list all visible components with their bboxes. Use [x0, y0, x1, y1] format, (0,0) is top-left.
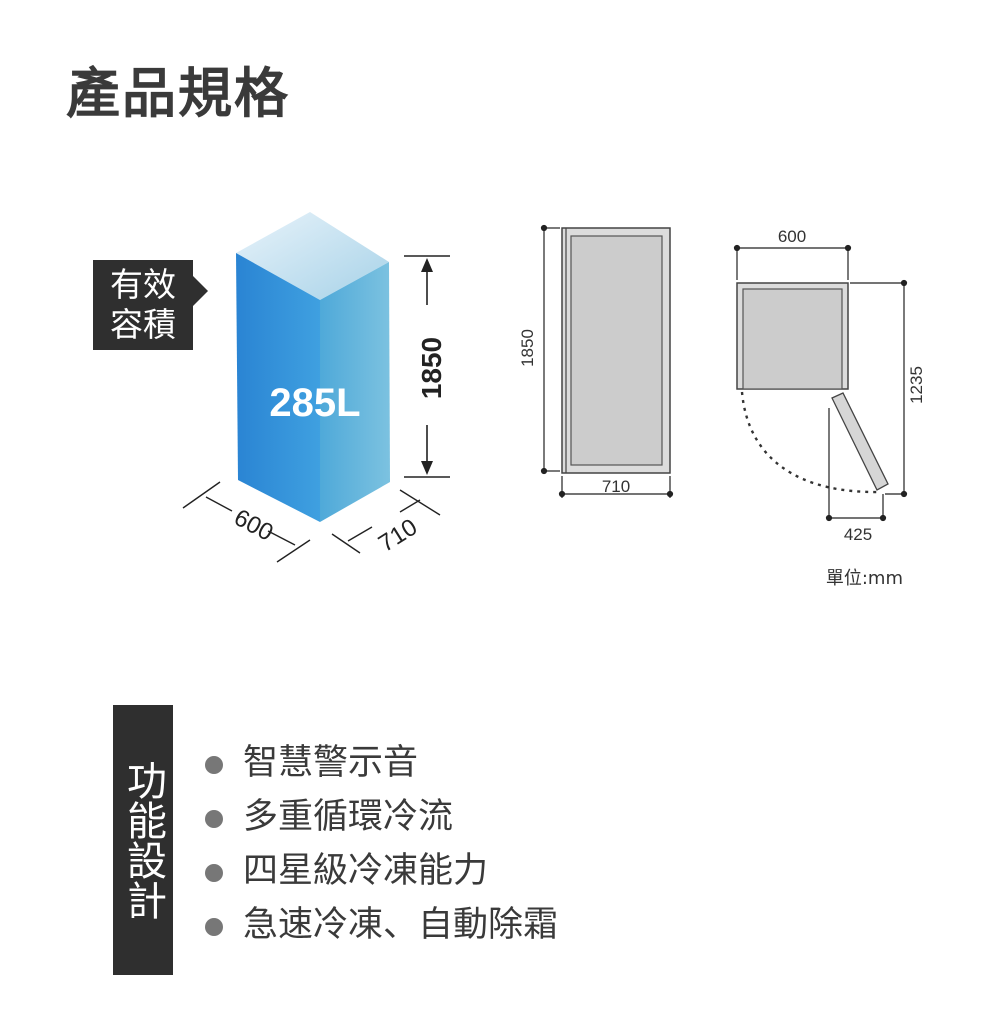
- top-width-dimension: [733, 244, 852, 280]
- front-depth-label: 710: [602, 477, 630, 496]
- top-view-door: [831, 392, 889, 491]
- iso-width-dimension: [182, 481, 311, 563]
- box-front-face: [236, 253, 320, 522]
- feature-item: 智慧警示音: [205, 738, 558, 792]
- bullet-icon: [205, 756, 223, 774]
- front-height-label: 1850: [518, 329, 537, 367]
- features-label: 功能設計: [113, 705, 173, 975]
- box-top-face: [236, 212, 389, 300]
- feature-item: 急速冷凍、自動除霜: [205, 900, 558, 954]
- top-view: [736, 282, 889, 494]
- front-depth-dimension: [558, 476, 674, 498]
- page-title: 產品規格: [66, 62, 290, 125]
- top-depth-label: 1235: [907, 366, 926, 404]
- capacity-label: 有效容積: [93, 260, 193, 350]
- front-view-inner: [570, 235, 663, 466]
- top-width-label: 600: [778, 227, 806, 246]
- capacity-value: 285L: [269, 381, 360, 425]
- top-depth-dimension: [850, 279, 908, 498]
- feature-list: 智慧警示音 多重循環冷流 四星級冷凍能力 急速冷凍、自動除霜: [205, 738, 558, 954]
- iso-depth-label: 710: [374, 514, 422, 558]
- box-side-face: [320, 262, 390, 522]
- feature-item: 四星級冷凍能力: [205, 846, 558, 900]
- unit-label: 單位:mm: [826, 568, 903, 589]
- iso-width-label: 600: [230, 504, 278, 547]
- capacity-label-pointer: [193, 276, 208, 306]
- bullet-icon: [205, 864, 223, 882]
- bullet-icon: [205, 810, 223, 828]
- door-swing-label: 425: [844, 525, 872, 544]
- top-view-inner: [742, 288, 843, 390]
- front-height-dimension: [540, 224, 560, 475]
- feature-item: 多重循環冷流: [205, 792, 558, 846]
- door-swing-arc: [740, 391, 879, 494]
- isometric-fridge: 285L: [236, 212, 390, 522]
- door-swing-dimension: [825, 408, 887, 522]
- capacity-label-text: 有效容積: [110, 265, 176, 344]
- iso-height-label: 1850: [416, 337, 447, 399]
- iso-depth-dimension: [331, 489, 441, 554]
- front-view: [561, 227, 671, 474]
- bullet-icon: [205, 918, 223, 936]
- iso-height-dimension: [404, 255, 450, 478]
